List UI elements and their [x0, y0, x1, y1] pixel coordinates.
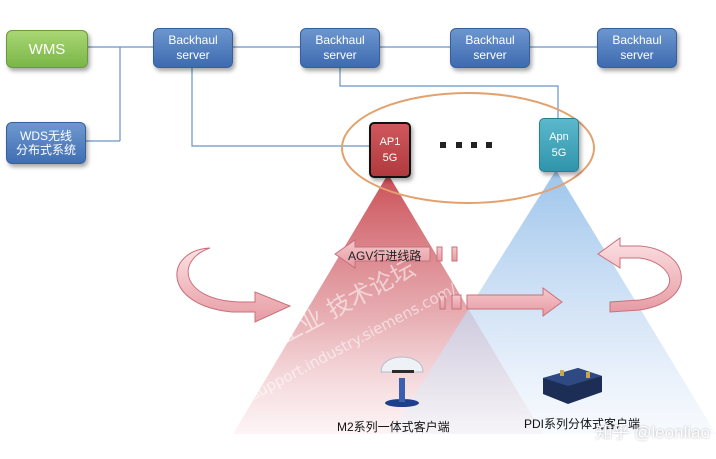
- pdi-client-label: PDI系列分体式客户端: [524, 417, 641, 431]
- ap1-name: AP1: [379, 136, 401, 148]
- backhaul-server-label: Backhaul: [168, 33, 218, 47]
- ap1-band: 5G: [382, 152, 398, 164]
- backhaul-server-sublabel: server: [176, 48, 210, 62]
- agv-route-arrow-left: [334, 239, 458, 269]
- backhaul-server-1: Backhaul server: [153, 28, 233, 68]
- backhaul-server-sublabel: server: [323, 48, 357, 62]
- wireless-client-dome-icon: [380, 356, 424, 407]
- wds-system-box: WDS无线 分布式系统: [6, 122, 86, 164]
- wds-label-line-1: WDS无线: [20, 129, 72, 143]
- agv-route-arrow-right: [439, 287, 563, 317]
- access-point-apn: Apn 5G: [539, 118, 579, 172]
- m2-client-label: M2系列一体式客户端: [337, 420, 450, 434]
- wms-box: WMS: [6, 30, 88, 68]
- apn-band: 5G: [551, 147, 567, 159]
- access-point-ap1: AP1 5G: [369, 122, 411, 178]
- rotation-arrow-icon: [176, 247, 292, 323]
- brand-watermark: 知乎 @leonliao: [595, 423, 710, 442]
- backhaul-server-label: Backhaul: [612, 33, 662, 47]
- backhaul-server-sublabel: server: [473, 48, 507, 62]
- wds-label-line-2: 分布式系统: [15, 143, 76, 157]
- backhaul-server-2: Backhaul server: [300, 28, 380, 68]
- industrial-client-box-icon: [543, 368, 602, 404]
- wms-label: WMS: [28, 40, 66, 58]
- ellipsis-dots-icon: [440, 142, 492, 148]
- rotation-arrow-icon: [597, 237, 682, 313]
- agv-route-label: AGV行进线路: [348, 249, 422, 263]
- apn-name: Apn: [549, 131, 569, 143]
- backhaul-server-sublabel: server: [620, 48, 654, 62]
- backhaul-server-label: Backhaul: [315, 33, 365, 47]
- backhaul-server-3: Backhaul server: [450, 28, 530, 68]
- backhaul-server-label: Backhaul: [465, 33, 515, 47]
- backhaul-server-4: Backhaul server: [597, 28, 677, 68]
- ap-group-ellipse: [341, 92, 595, 204]
- network-links: [84, 46, 597, 147]
